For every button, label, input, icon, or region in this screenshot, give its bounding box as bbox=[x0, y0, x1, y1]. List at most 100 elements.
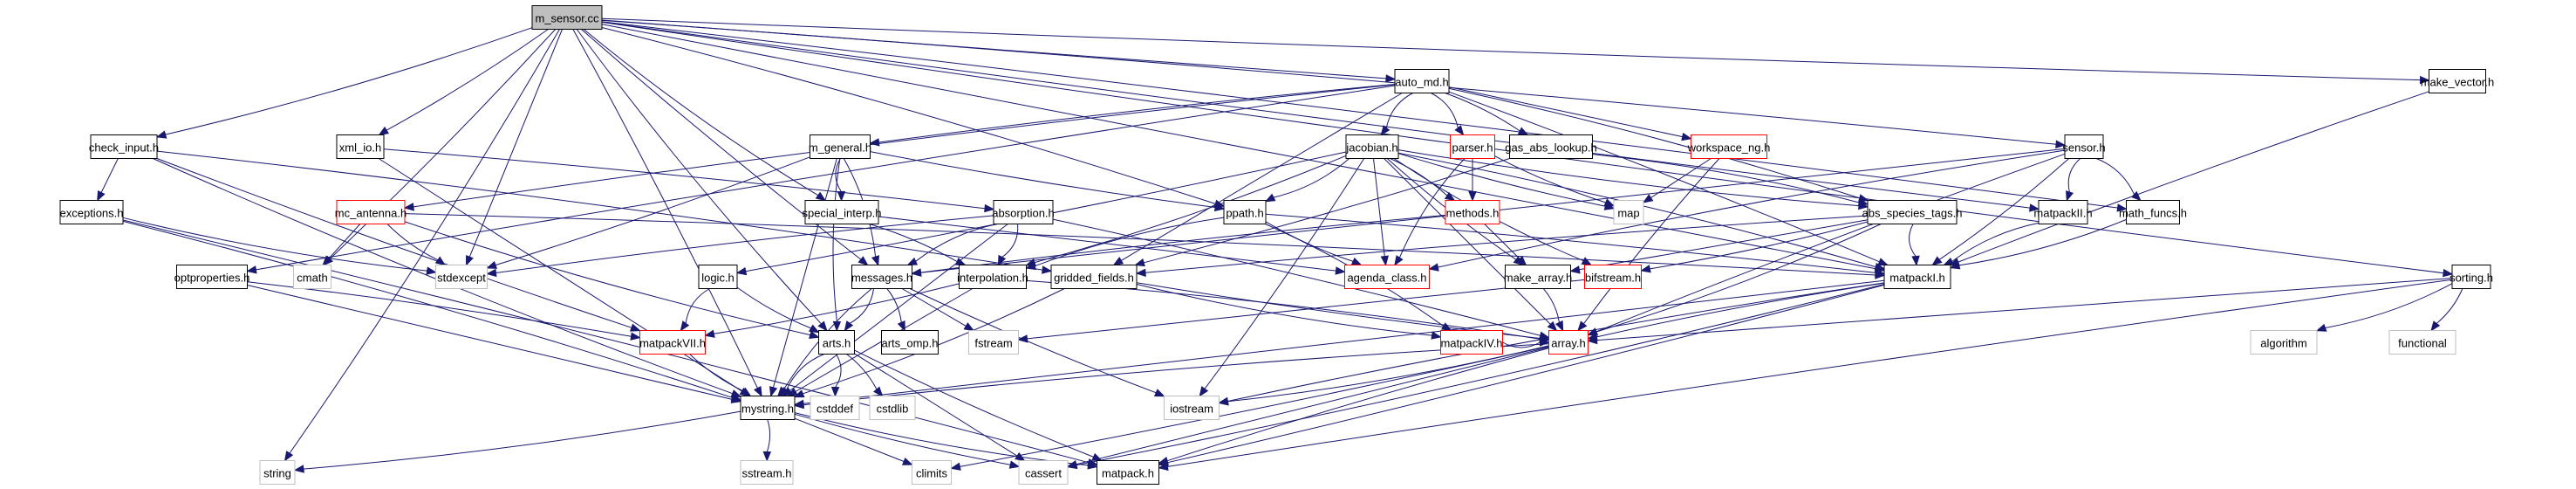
node-methods-h[interactable]: methods.h bbox=[1445, 200, 1500, 224]
node-box bbox=[293, 265, 331, 289]
arrowhead-icon bbox=[809, 324, 820, 334]
node-label: cstdlib bbox=[877, 403, 909, 416]
node-auto-md-h[interactable]: auto_md.h bbox=[1394, 69, 1450, 93]
node-box bbox=[59, 200, 124, 224]
arrowhead-icon bbox=[2443, 268, 2454, 278]
node-label: iostream bbox=[1170, 403, 1213, 416]
edge-line bbox=[1951, 222, 2040, 262]
node-abs-species-tags-h[interactable]: abs_species_tags.h bbox=[1862, 200, 1963, 224]
edge-line bbox=[576, 29, 822, 325]
node-check-input-h[interactable]: check_input.h bbox=[89, 134, 159, 159]
node-sorting-h[interactable]: sorting.h bbox=[2450, 265, 2493, 289]
node-agenda-class-h[interactable]: agenda_class.h bbox=[1344, 265, 1430, 289]
edge-ppath-h-to-matpacki-h bbox=[1265, 213, 1886, 278]
edge-m-sensor-cc-to-messages-h bbox=[581, 29, 869, 266]
edge-line bbox=[1052, 218, 1541, 336]
node-box bbox=[740, 460, 794, 485]
arrowhead-icon bbox=[2029, 203, 2040, 212]
node-parser-h[interactable]: parser.h bbox=[1450, 134, 1495, 159]
node-absorption-h[interactable]: absorption.h bbox=[992, 200, 1055, 224]
node-make-vector-h[interactable]: make_vector.h bbox=[2421, 69, 2495, 93]
arrowhead-icon bbox=[1380, 255, 1389, 266]
arrowhead-icon bbox=[901, 457, 913, 465]
edge-line bbox=[835, 354, 842, 388]
node-math-funcs-h[interactable]: math_funcs.h bbox=[2119, 200, 2187, 224]
node-box bbox=[1450, 134, 1495, 159]
node-matpack-h[interactable]: matpack.h bbox=[1097, 460, 1159, 485]
node-box bbox=[869, 396, 916, 420]
edge-xml-io-h-to-absorption-h bbox=[383, 148, 995, 213]
node-label: interpolation.h bbox=[957, 272, 1028, 285]
node-ppath-h[interactable]: ppath.h bbox=[1223, 200, 1267, 224]
node-box bbox=[810, 134, 871, 159]
edge-line bbox=[909, 288, 1157, 394]
edge-arts-h-to-cstddef bbox=[830, 354, 842, 397]
arrowhead-icon bbox=[378, 126, 390, 136]
node-jacobian-h[interactable]: jacobian.h bbox=[1345, 134, 1399, 159]
node-make-array-h[interactable]: make_array.h bbox=[1504, 265, 1573, 289]
node-label: matpackI.h bbox=[1889, 272, 1945, 285]
node-optproperties-h[interactable]: optproperties.h bbox=[174, 265, 250, 289]
edge-line bbox=[786, 354, 824, 390]
edge-messages-h-to-arts-omp-h bbox=[886, 288, 905, 332]
node-bifstream-h[interactable]: bifstream.h bbox=[1584, 265, 1642, 289]
arrowhead-icon bbox=[1385, 74, 1397, 83]
node-matpackii-h[interactable]: matpackII.h bbox=[2033, 200, 2093, 224]
node-label: agenda_class.h bbox=[1347, 272, 1426, 285]
edge-line bbox=[583, 29, 819, 196]
node-workspace-ng-h[interactable]: workspace_ng.h bbox=[1687, 134, 1771, 159]
edge-sorting-h-to-array-h bbox=[1587, 278, 2453, 345]
edge-array-h-to-climits bbox=[950, 346, 1549, 471]
node-interpolation-h[interactable]: interpolation.h bbox=[957, 265, 1028, 289]
node-array-h[interactable]: array.h bbox=[1548, 330, 1589, 355]
node-label: mystring.h bbox=[741, 403, 794, 416]
node-label: m_sensor.cc bbox=[536, 12, 599, 25]
node-gas-abs-lookup-h[interactable]: gas_abs_lookup.h bbox=[1505, 134, 1597, 159]
node-box bbox=[531, 5, 603, 30]
edge-parser-h-to-methods-h bbox=[1468, 158, 1477, 202]
node-xml-io-h[interactable]: xml_io.h bbox=[336, 134, 385, 159]
arrowhead-icon bbox=[779, 386, 790, 397]
node-sensor-h[interactable]: sensor.h bbox=[2062, 134, 2106, 159]
node-mystring-h[interactable]: mystring.h bbox=[740, 396, 796, 420]
arrowhead-icon bbox=[2419, 75, 2430, 85]
node-box bbox=[2388, 330, 2456, 355]
node-exceptions-h[interactable]: exceptions.h bbox=[59, 200, 124, 224]
nodes-layer: m_sensor.cc check_input.h xml_io.h auto_md.… bbox=[59, 5, 2495, 485]
node-fstream: fstream bbox=[968, 330, 1019, 355]
edge-sorting-h-to-matpack-h bbox=[1158, 279, 2453, 472]
arrowhead-icon bbox=[1134, 258, 1145, 267]
node-mc-antenna-h[interactable]: mc_antenna.h bbox=[335, 200, 407, 224]
arrowhead-icon bbox=[2430, 320, 2441, 332]
node-box bbox=[851, 265, 912, 289]
node-cstdlib: cstdlib bbox=[869, 396, 916, 420]
arrowhead-icon bbox=[1581, 257, 1593, 266]
edge-jacobian-h-to-agenda-class-h bbox=[1373, 158, 1389, 266]
node-matpackvii-h[interactable]: matpackVII.h bbox=[639, 330, 706, 355]
node-m-general-h[interactable]: m_general.h bbox=[809, 134, 871, 159]
node-matpacki-h[interactable]: matpackI.h bbox=[1883, 265, 1951, 289]
edge-messages-h-to-iostream bbox=[909, 288, 1165, 397]
node-logic-h[interactable]: logic.h bbox=[698, 265, 738, 289]
arrowhead-icon bbox=[2315, 323, 2327, 332]
arrowhead-icon bbox=[403, 203, 414, 211]
node-box bbox=[912, 460, 952, 485]
node-special-interp-h[interactable]: special_interp.h bbox=[802, 200, 882, 224]
node-matpackiv-h[interactable]: matpackIV.h bbox=[1440, 330, 1503, 355]
node-box bbox=[818, 330, 855, 355]
edge-line bbox=[156, 158, 632, 328]
edge-line bbox=[1034, 155, 1347, 264]
node-arts-omp-h[interactable]: arts_omp.h bbox=[881, 330, 939, 355]
node-m-sensor-cc[interactable]: m_sensor.cc bbox=[531, 5, 603, 30]
node-label: messages.h bbox=[851, 272, 912, 285]
edge-line bbox=[1373, 158, 1385, 257]
node-messages-h[interactable]: messages.h bbox=[851, 265, 912, 289]
edge-line bbox=[289, 29, 560, 454]
node-box bbox=[881, 330, 939, 355]
edge-line bbox=[1398, 158, 1466, 258]
edge-absorption-h-to-interpolation-h bbox=[997, 224, 1019, 266]
node-arts-h[interactable]: arts.h bbox=[818, 330, 855, 355]
arrowhead-icon bbox=[1603, 198, 1616, 207]
edge-m-sensor-cc-to-arts-h bbox=[576, 29, 828, 332]
node-gridded-fields-h[interactable]: gridded_fields.h bbox=[1050, 265, 1138, 289]
